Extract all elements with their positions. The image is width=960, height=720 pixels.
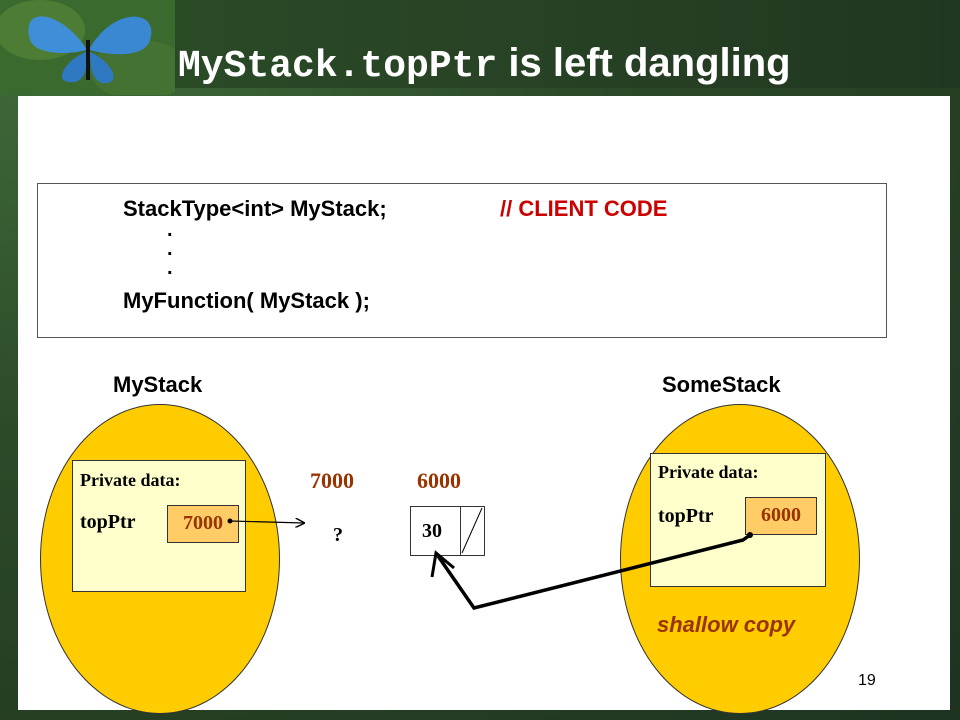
mystack-pointer-arrow — [229, 521, 304, 523]
page-number: 19 — [858, 672, 876, 689]
butterfly-logo — [0, 0, 175, 95]
code-line-declaration: StackType<int> MyStack; — [123, 196, 387, 221]
mystack-topptr-value: 7000 — [167, 505, 239, 543]
somestack-pointer-arrowhead — [430, 550, 455, 578]
stack-node — [410, 506, 485, 556]
somestack-label: SomeStack — [662, 372, 781, 397]
code-ellipsis-dot-1: . — [167, 219, 173, 241]
somestack-pointer-arrow — [436, 533, 752, 610]
address-7000: 7000 — [310, 468, 354, 493]
address-6000: 6000 — [417, 468, 461, 493]
code-box — [37, 183, 887, 338]
code-ellipsis-dot-3: . — [167, 257, 173, 279]
title-code: MyStack.topPtr — [178, 45, 498, 88]
mystack-label: MyStack — [113, 372, 203, 397]
title-text: is left dangling — [497, 41, 791, 85]
somestack-private-label: Private data: — [658, 462, 759, 482]
node-null-slash — [461, 507, 483, 554]
slide-title: MyStack.topPtr is left dangling — [178, 38, 791, 88]
somestack-topptr-value: 6000 — [745, 497, 817, 535]
mystack-pointer-origin — [227, 518, 233, 524]
node-info-value: 30 — [422, 520, 442, 542]
code-comment: // CLIENT CODE — [500, 196, 668, 221]
dangling-target-unknown: ? — [333, 524, 343, 546]
somestack-field-label: topPtr — [658, 505, 714, 527]
mystack-field-label: topPtr — [80, 511, 136, 533]
title-bar — [175, 0, 960, 88]
code-line-call: MyFunction( MyStack ); — [123, 288, 370, 313]
code-ellipsis-dot-2: . — [167, 238, 173, 260]
somestack-pointer-origin — [747, 532, 753, 538]
shallow-copy-label: shallow copy — [657, 612, 796, 637]
mystack-private-label: Private data: — [80, 470, 181, 490]
